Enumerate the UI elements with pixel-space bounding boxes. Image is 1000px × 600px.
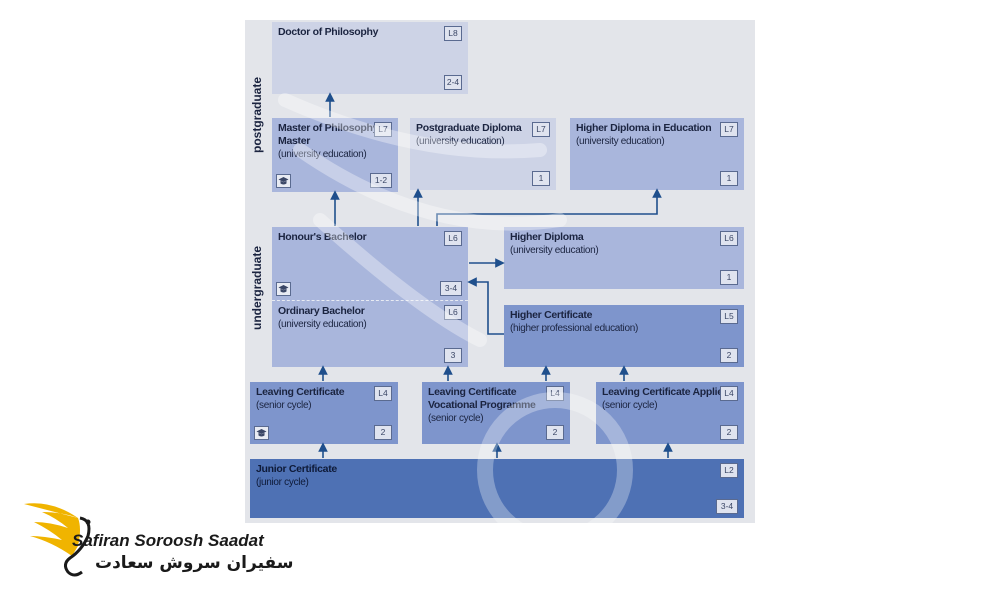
- node-subtitle: (senior cycle): [428, 413, 484, 424]
- years-tag: 2: [720, 348, 738, 363]
- level-tag: L6: [720, 231, 738, 246]
- node-title-line2: Vocational Programme: [428, 399, 536, 411]
- node-honours-bachelor: Honour's Bachelor L6 3-4: [272, 227, 468, 300]
- node-subtitle: (junior cycle): [256, 477, 309, 488]
- brand-name-persian: سفیران سروش سعادت: [95, 553, 294, 573]
- node-title: Leaving Certificate: [428, 386, 517, 398]
- node-title: Higher Diploma in Education: [576, 122, 712, 134]
- node-subtitle: (higher professional education): [510, 323, 639, 334]
- node-doctor-of-philosophy: Doctor of Philosophy L8 2-4: [272, 22, 468, 94]
- node-postgraduate-diploma: Postgraduate Diploma (university educati…: [410, 118, 556, 190]
- node-subtitle: (university education): [278, 149, 367, 160]
- years-tag: 1: [720, 270, 738, 285]
- level-tag: L4: [374, 386, 392, 401]
- node-leaving-certificate: Leaving Certificate (senior cycle) L4 2: [250, 382, 398, 444]
- years-tag: 2: [546, 425, 564, 440]
- years-tag: 3: [444, 348, 462, 363]
- years-tag: 3-4: [440, 281, 462, 296]
- graduation-cap-icon: [254, 426, 269, 440]
- company-logo: [24, 503, 91, 577]
- level-tag: L6: [444, 305, 462, 320]
- arrow-bachelor-to-hd-education: [436, 188, 662, 226]
- node-title: Honour's Bachelor: [278, 231, 367, 243]
- node-leaving-certificate-applied: Leaving Certificate Applied (senior cycl…: [596, 382, 744, 444]
- level-tag: L5: [720, 309, 738, 324]
- level-tag: L6: [444, 231, 462, 246]
- node-higher-diploma-in-education: Higher Diploma in Education (university …: [570, 118, 744, 190]
- node-title: Higher Diploma: [510, 231, 584, 243]
- node-title: Doctor of Philosophy: [278, 26, 379, 38]
- node-subtitle: (senior cycle): [256, 400, 312, 411]
- level-tag: L2: [720, 463, 738, 478]
- brand-name-english: Safiran Soroosh Saadat: [72, 531, 264, 550]
- node-ordinary-bachelor: Ordinary Bachelor (university education)…: [272, 300, 468, 367]
- node-title: Higher Certificate: [510, 309, 593, 321]
- years-tag: 2: [374, 425, 392, 440]
- node-title: Ordinary Bachelor: [278, 305, 365, 317]
- node-title-line2: Master: [278, 135, 311, 147]
- node-leaving-certificate-vocational: Leaving Certificate Vocational Programme…: [422, 382, 570, 444]
- node-title: Postgraduate Diploma: [416, 122, 522, 134]
- node-subtitle: (university education): [416, 136, 505, 147]
- node-junior-certificate: Junior Certificate (junior cycle) L2 3-4: [250, 459, 744, 518]
- level-tag: L7: [374, 122, 392, 137]
- graduation-cap-icon: [276, 174, 291, 188]
- years-tag: 1-2: [370, 173, 392, 188]
- node-higher-certificate: Higher Certificate (higher professional …: [504, 305, 744, 367]
- level-tag: L4: [546, 386, 564, 401]
- node-title: Leaving Certificate Applied: [602, 386, 729, 398]
- node-higher-diploma: Higher Diploma (university education) L6…: [504, 227, 744, 289]
- years-tag: 1: [720, 171, 738, 186]
- node-title: Master of Philosophy/: [278, 122, 381, 134]
- node-subtitle: (university education): [576, 136, 665, 147]
- years-tag: 1: [532, 171, 550, 186]
- graduation-cap-icon: [276, 282, 291, 296]
- level-tag: L7: [720, 122, 738, 137]
- level-tag: L4: [720, 386, 738, 401]
- node-title: Leaving Certificate: [256, 386, 345, 398]
- level-tag: L7: [532, 122, 550, 137]
- node-master: Master of Philosophy/ Master (university…: [272, 118, 398, 192]
- years-tag: 2-4: [444, 75, 462, 90]
- arrow-higher-cert-to-bachelor: [467, 277, 504, 335]
- node-subtitle: (university education): [278, 319, 367, 330]
- node-subtitle: (university education): [510, 245, 599, 256]
- node-subtitle: (senior cycle): [602, 400, 658, 411]
- node-title: Junior Certificate: [256, 463, 337, 475]
- years-tag: 2: [720, 425, 738, 440]
- level-tag: L8: [444, 26, 462, 41]
- years-tag: 3-4: [716, 499, 738, 514]
